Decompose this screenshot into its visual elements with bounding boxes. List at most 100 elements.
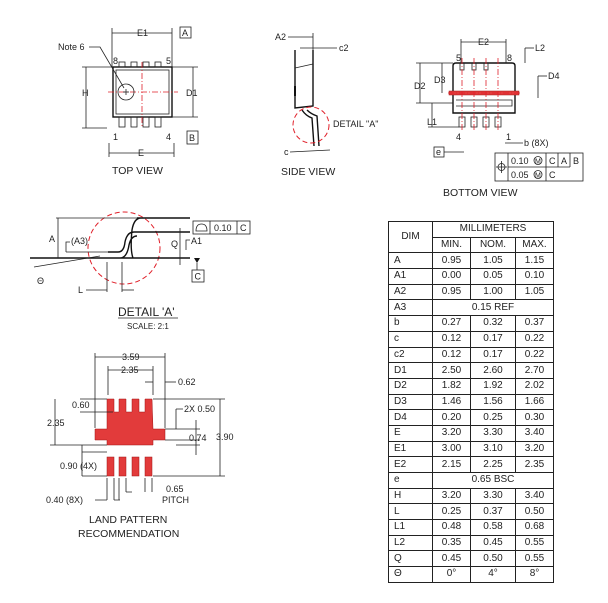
table-cell: 0.50 <box>470 550 516 568</box>
col-max-header: MAX. <box>515 236 554 254</box>
table-cell: 1.15 <box>515 252 554 270</box>
table-cell: 1.82 <box>432 377 471 395</box>
table-cell: 0.37 <box>515 315 554 332</box>
theta-label: Θ <box>37 276 44 286</box>
e1-label: E1 <box>137 28 148 38</box>
a1-label: A1 <box>191 236 202 246</box>
table-cell: 0.45 <box>470 534 516 552</box>
bottom-pin-5: 5 <box>456 53 461 63</box>
table-cell: 0.25 <box>470 409 516 426</box>
table-cell: L1 <box>388 519 433 536</box>
top-view-title: TOP VIEW <box>112 165 163 177</box>
land-pattern: 3.59 2.35 0.62 0.60 2.35 2X 0.50 0.74 3.… <box>46 352 234 540</box>
flatness-datum: C <box>240 223 247 233</box>
datum-c: C <box>195 272 202 282</box>
table-cell: D1 <box>388 362 433 379</box>
table-cell: 0.10 <box>515 268 554 285</box>
bottom-pin-8: 8 <box>507 53 512 63</box>
a-label: A <box>49 234 55 244</box>
note-6-label: Note 6 <box>58 42 85 52</box>
top-pads <box>118 61 162 128</box>
fcf-ref-c-2: C <box>549 170 556 180</box>
top-view: Note 6 E1 A H D1 B E 8 5 1 4 TOP VIEW <box>58 26 199 177</box>
datum-b: B <box>189 133 195 143</box>
d3-label: D3 <box>434 75 446 85</box>
l1-label: L1 <box>427 117 437 127</box>
dim-2-35-top: 2.35 <box>121 365 139 375</box>
e2-label: E2 <box>478 37 489 47</box>
dim-0-74: 0.74 <box>189 433 207 443</box>
pin-4-label: 4 <box>166 132 171 142</box>
pitch-label: PITCH <box>162 495 189 505</box>
pin-1-label: 1 <box>113 132 118 142</box>
table-cell: 3.20 <box>432 424 471 442</box>
pin-8-label: 8 <box>113 56 118 66</box>
table-cell: 0.58 <box>470 519 516 536</box>
fcf-ref-c: C <box>549 156 556 166</box>
table-cell: 3.00 <box>432 440 471 458</box>
table-cell: 4° <box>470 566 516 583</box>
bottom-view-title: BOTTOM VIEW <box>443 187 518 199</box>
table-cell: 0° <box>432 566 471 583</box>
b-label: b (8X) <box>524 138 549 148</box>
table-cell: 3.20 <box>432 487 471 505</box>
fcf-tol-2: 0.05 <box>511 170 529 180</box>
table-cell: 0.45 <box>432 550 471 568</box>
table-cell: 1.05 <box>515 283 554 301</box>
table-cell: 1.66 <box>515 393 554 411</box>
fcf-tol-1: 0.10 <box>511 156 529 166</box>
col-nom-header: NOM. <box>470 236 516 254</box>
table-cell: 0.50 <box>515 503 554 521</box>
col-min-header: MIN. <box>432 236 471 254</box>
table-cell: 0.37 <box>470 503 516 521</box>
dim-3-59: 3.59 <box>122 352 140 362</box>
col-dim-header: DIM <box>388 220 433 254</box>
c2-label: c2 <box>339 43 349 53</box>
table-cell: E <box>388 424 433 442</box>
table-cell: 1.46 <box>432 393 471 411</box>
e-label: E <box>138 148 144 158</box>
mmc-icon: M <box>535 159 541 166</box>
q-label: Q <box>171 239 178 249</box>
table-cell: L2 <box>388 534 433 552</box>
table-cell: 0.95 <box>432 283 471 301</box>
table-cell: E1 <box>388 440 433 458</box>
table-cell: E2 <box>388 456 433 473</box>
table-cell: 0.05 <box>470 268 516 285</box>
flatness-value: 0.10 <box>214 223 232 233</box>
e-pitch-label: e <box>436 147 441 157</box>
table-cell: 3.20 <box>515 440 554 458</box>
table-cell: 0.65 BSC <box>432 472 554 489</box>
table-cell: Θ <box>388 566 433 583</box>
table-cell: 3.30 <box>470 424 516 442</box>
table-cell: 0.15 REF <box>432 299 554 317</box>
a2-label: A2 <box>275 32 286 42</box>
dim-0-62: 0.62 <box>178 377 196 387</box>
table-cell: A2 <box>388 283 433 301</box>
table-cell: 1.05 <box>470 252 516 270</box>
table-cell: 0.00 <box>432 268 471 285</box>
l-label: L <box>78 285 83 295</box>
table-cell: D2 <box>388 377 433 395</box>
table-cell: 1.00 <box>470 283 516 301</box>
table-cell: 0.30 <box>515 409 554 426</box>
dim-0-90-4x: 0.90 (4X) <box>60 461 97 471</box>
table-cell: 1.92 <box>470 377 516 395</box>
c-label: c <box>284 147 289 157</box>
table-cell: 0.25 <box>432 503 471 521</box>
table-cell: 3.10 <box>470 440 516 458</box>
datum-a: A <box>182 28 188 38</box>
table-cell: A3 <box>388 299 433 317</box>
